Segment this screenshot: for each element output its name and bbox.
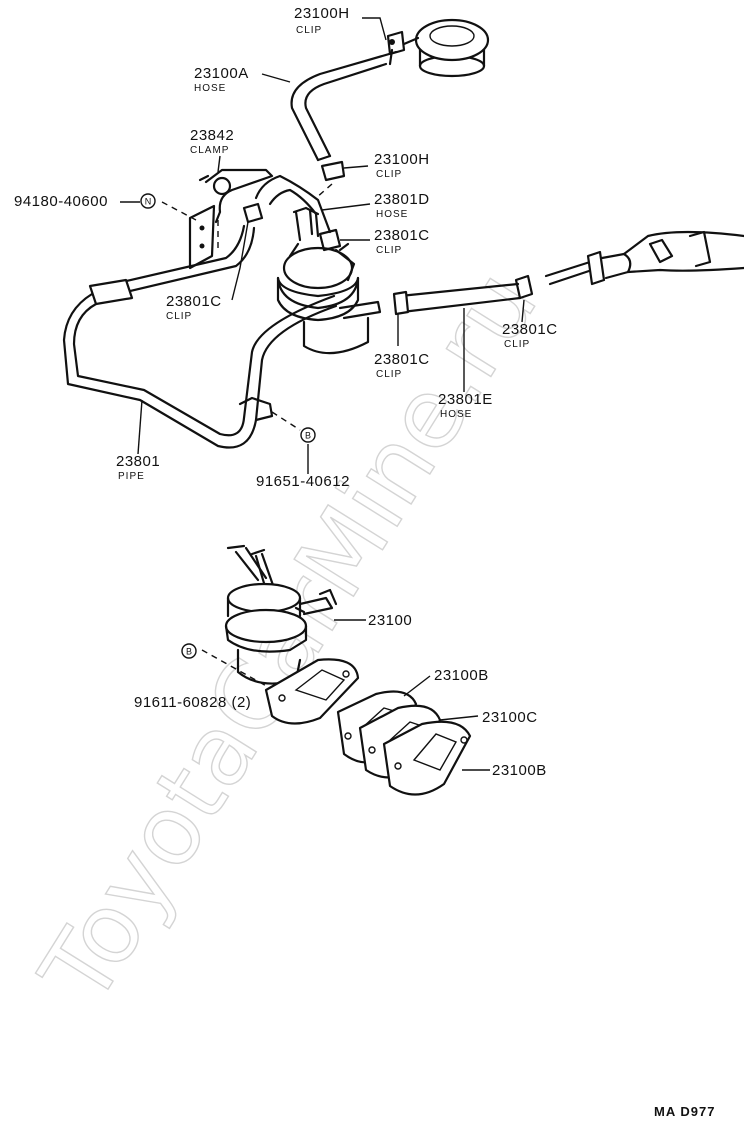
label-23100a: 23100A bbox=[194, 65, 249, 82]
label-91651: 91651-40612 bbox=[256, 473, 350, 490]
label-23801c-b-type: CLIP bbox=[166, 311, 192, 322]
label-23100h-mid-type: CLIP bbox=[376, 169, 402, 180]
leader-23801c-c bbox=[521, 299, 525, 323]
label-23801c-c-type: CLIP bbox=[504, 339, 530, 350]
label-23100h-top-type: CLIP bbox=[296, 25, 322, 36]
label-23100h-mid: 23100H bbox=[374, 151, 430, 168]
fuel-pump-assembly bbox=[224, 544, 360, 725]
gasket-23100b-b bbox=[382, 720, 472, 796]
clip-23801c-upper-left bbox=[242, 202, 264, 224]
leader-dash bbox=[315, 183, 333, 199]
label-23801: 23801 bbox=[116, 453, 160, 470]
hose-23801e bbox=[392, 282, 522, 316]
label-23842-type: CLAMP bbox=[190, 145, 229, 156]
label-23842: 23842 bbox=[190, 127, 234, 144]
hose-23801d bbox=[254, 174, 332, 238]
label-23801c-a: 23801C bbox=[374, 227, 430, 244]
label-91611: 91611-60828 (2) bbox=[134, 694, 251, 711]
pipe-23801 bbox=[62, 278, 338, 449]
pipe-stub bbox=[120, 224, 246, 284]
pipe-stub-2 bbox=[124, 226, 256, 294]
symbol-n: N bbox=[145, 197, 152, 207]
hose-23100a bbox=[290, 48, 398, 162]
label-23801c-d-type: CLIP bbox=[376, 369, 402, 380]
clip-23100h-mid bbox=[320, 160, 346, 182]
label-23801c-b: 23801C bbox=[166, 293, 222, 310]
symbol-b-circle-bottom bbox=[181, 643, 197, 659]
leader-23801d bbox=[321, 203, 371, 211]
carburetor-inlet bbox=[402, 18, 490, 78]
leader-91651 bbox=[271, 411, 301, 431]
label-23801c-a-type: CLIP bbox=[376, 245, 402, 256]
fuel-line-fitting bbox=[544, 230, 744, 286]
label-23100b-a: 23100B bbox=[434, 667, 489, 684]
label-23100a-type: HOSE bbox=[194, 83, 226, 94]
leader-23100c bbox=[439, 715, 479, 721]
label-23801c-d: 23801C bbox=[374, 351, 430, 368]
fuel-pump-top bbox=[276, 206, 382, 355]
leader-23100a bbox=[261, 73, 291, 83]
leader-23100h-mid bbox=[343, 165, 369, 169]
label-23100b-b: 23100B bbox=[492, 762, 547, 779]
label-23801d: 23801D bbox=[374, 191, 430, 208]
clip-23801c-right bbox=[514, 274, 534, 300]
leader-23100b-a bbox=[403, 675, 431, 697]
label-94180: 94180-40600 bbox=[14, 193, 108, 210]
symbol-b-top: B bbox=[305, 431, 311, 441]
label-23801c-c: 23801C bbox=[502, 321, 558, 338]
clip-23801c-pump bbox=[318, 228, 342, 252]
label-23100c: 23100C bbox=[482, 709, 538, 726]
clip-23100h-top bbox=[386, 30, 406, 56]
bracket bbox=[188, 204, 216, 270]
label-23801d-type: HOSE bbox=[376, 209, 408, 220]
symbol-b-bottom: B bbox=[186, 647, 192, 657]
label-23801e-type: HOSE bbox=[440, 409, 472, 420]
label-23100: 23100 bbox=[368, 612, 412, 629]
label-23100h-top: 23100H bbox=[294, 5, 350, 22]
leader-23801 bbox=[137, 399, 143, 455]
clamp-23842 bbox=[198, 168, 274, 224]
leader-23100h-top bbox=[362, 17, 387, 41]
leader-23801c-b bbox=[231, 221, 249, 301]
label-23801e: 23801E bbox=[438, 391, 493, 408]
leader-23842 bbox=[217, 155, 221, 173]
diagram-code: MA D977 bbox=[654, 1104, 715, 1119]
label-23801-type: PIPE bbox=[118, 471, 145, 482]
symbol-n-circle bbox=[140, 193, 156, 209]
leader-91611 bbox=[201, 649, 271, 689]
symbol-b-circle-top bbox=[300, 427, 316, 443]
